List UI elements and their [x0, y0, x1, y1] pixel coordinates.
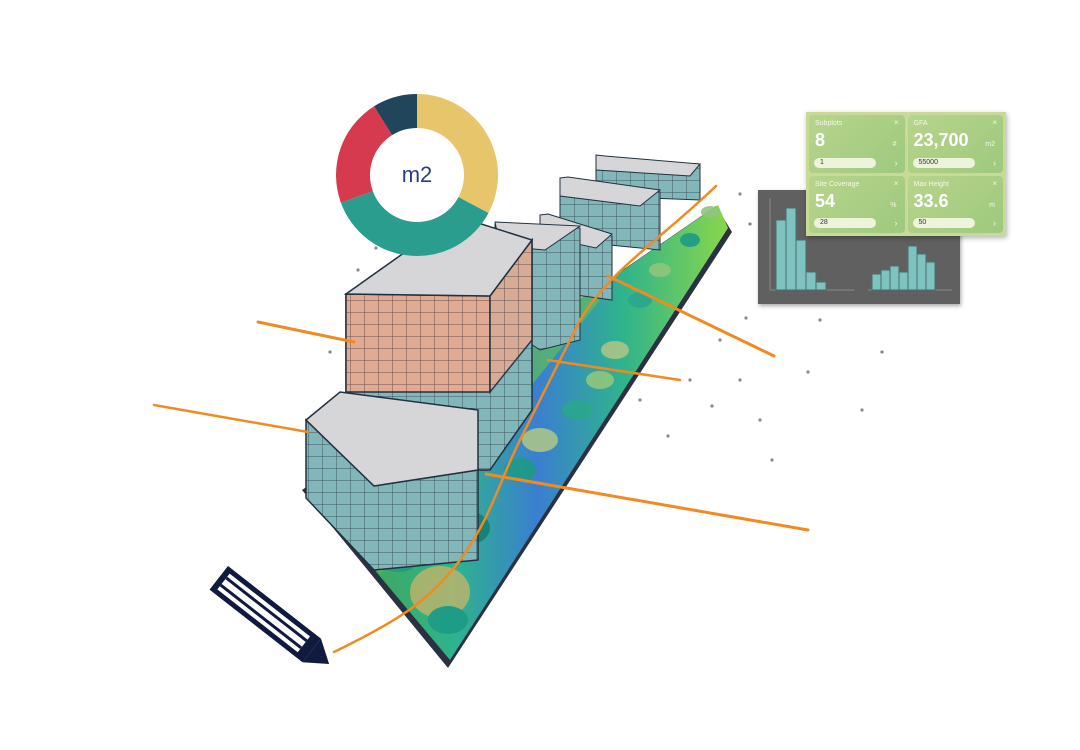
metrics-panel: Subplots × 8 # 1 › GFA × 23,700 m2 55000… — [806, 112, 1006, 236]
metric-value: 23,700 — [913, 130, 969, 150]
metric-label: Max Height — [913, 180, 949, 188]
close-icon[interactable]: × — [992, 178, 997, 188]
histogram-bar — [898, 271, 909, 291]
close-icon[interactable]: × — [893, 178, 899, 188]
donut-segment — [340, 191, 489, 256]
histogram-bar — [775, 219, 787, 291]
metric-label: Subplots — [815, 120, 843, 127]
pencil-icon[interactable] — [209, 566, 339, 676]
chevron-right-icon[interactable]: › — [894, 218, 898, 228]
metric-card-max-height: Max Height × 33.6 m 50 › — [907, 175, 1003, 233]
histogram-right — [868, 245, 952, 291]
metric-label: GFA — [913, 120, 928, 127]
histogram-bar — [795, 239, 807, 291]
donut-center-label: m2 — [401, 162, 433, 187]
close-icon[interactable]: × — [893, 118, 899, 127]
metric-value: 8 — [815, 130, 826, 150]
metric-value: 33.6 — [913, 190, 949, 211]
metric-input[interactable]: 50 — [912, 218, 975, 228]
metric-input[interactable]: 55000 — [912, 157, 975, 168]
chevron-right-icon[interactable]: › — [993, 157, 996, 168]
histogram-left — [769, 198, 854, 291]
building-front — [304, 391, 479, 571]
metric-input[interactable]: 1 — [814, 157, 876, 168]
histogram-bar — [785, 207, 797, 291]
histogram-bar — [907, 245, 918, 291]
histogram-bar — [805, 271, 817, 291]
metric-unit: m — [989, 201, 995, 209]
metric-card-site-coverage: Site Coverage × 54 % 28 › — [809, 175, 905, 233]
metric-input[interactable]: 28 — [814, 218, 876, 228]
people-markers — [328, 192, 884, 462]
close-icon[interactable]: × — [992, 118, 997, 127]
donut-segment — [374, 94, 417, 136]
metric-unit: m2 — [985, 141, 995, 148]
metric-card-subplots: Subplots × 8 # 1 › — [809, 115, 905, 173]
histogram-bar — [871, 273, 882, 291]
metric-unit: % — [890, 201, 897, 209]
area-donut-chart — [336, 94, 498, 256]
metric-unit: # — [892, 141, 897, 148]
chevron-right-icon[interactable]: › — [993, 218, 996, 228]
metric-label: Site Coverage — [815, 180, 860, 188]
donut-segment — [417, 94, 498, 214]
histogram-bar — [880, 269, 891, 291]
chevron-right-icon[interactable]: › — [894, 157, 898, 168]
histogram-bar — [916, 253, 927, 291]
histogram-bar — [815, 281, 827, 291]
orange-sketch-lines — [152, 184, 810, 654]
histogram-bar — [925, 261, 936, 291]
metric-value: 54 — [815, 190, 836, 211]
donut-segment — [336, 106, 393, 203]
metric-card-gfa: GFA × 23,700 m2 55000 › — [907, 115, 1003, 173]
histogram-bar — [889, 265, 900, 291]
